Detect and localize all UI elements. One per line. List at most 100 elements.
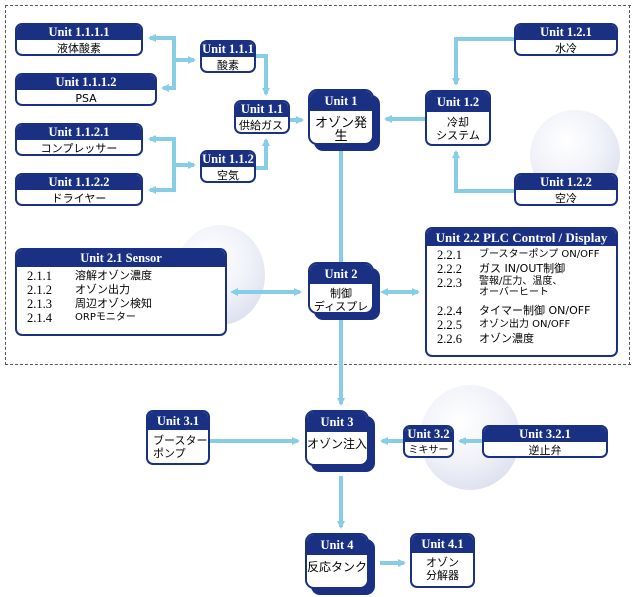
- item-number: 2.2.6: [437, 332, 462, 346]
- item-number: 2.2.3: [437, 276, 462, 290]
- unit-1122-dryer[interactable]: Unit 1.1.2.2 ドライヤー: [15, 173, 143, 206]
- unit-id: Unit 4.1: [412, 535, 473, 553]
- unit-id: Unit 1.1.1.1: [17, 25, 141, 40]
- unit-id: Unit 1.2.1: [516, 25, 616, 40]
- unit-name: 空冷: [555, 192, 577, 205]
- unit-name: 空気: [217, 169, 239, 182]
- item-label: オゾン出力 ON/OFF: [479, 319, 571, 330]
- item-label: 溶解オゾン濃度: [75, 269, 152, 282]
- unit-112-air[interactable]: Unit 1.1.2 空気: [200, 150, 256, 183]
- item-number: 2.2.2: [437, 262, 462, 276]
- sensor-list: 2.1.1 溶解オゾン濃度 2.1.2 オゾン出力 2.1.3 周辺オゾン検知 2.1…: [17, 267, 225, 325]
- unit-41-ozone-destructor[interactable]: Unit 4.1 オゾン 分解器: [410, 533, 475, 588]
- unit-name: 酸素: [217, 59, 239, 72]
- unit-21-sensor[interactable]: Unit 2.1 Sensor 2.1.1 溶解オゾン濃度 2.1.2 オゾン出力 …: [15, 248, 227, 336]
- unit-name: 水冷: [555, 42, 577, 55]
- item-label: オゾン出力: [75, 283, 130, 296]
- sensor-item: 2.1.2 オゾン出力: [27, 283, 225, 297]
- item-number: 2.1.2: [27, 283, 52, 297]
- item-number: 2.1.3: [27, 297, 52, 311]
- connector-122-12: [452, 150, 514, 193]
- item-label: オゾン濃度: [479, 332, 534, 345]
- connector-111-11: [255, 54, 270, 96]
- unit-22-plc-control[interactable]: Unit 2.2 PLC Control / Display 2.2.1 ブースタ…: [425, 227, 618, 357]
- unit-id: Unit 1.1.1: [202, 42, 254, 57]
- unit-name: ミキサー: [408, 445, 449, 456]
- plc-item: 2.2.3 警報/圧力、温度、 オーバーヒート: [437, 276, 616, 298]
- plc-item: 2.2.4 タイマー制御 ON/OFF: [437, 304, 616, 318]
- connector-121-12: [452, 37, 514, 86]
- unit-id: Unit 3: [307, 412, 367, 432]
- unit-2-control-display[interactable]: Unit 2 制御 ディスプレイ: [308, 262, 374, 314]
- sensor-item: 2.1.3 周辺オゾン検知: [27, 297, 225, 311]
- unit-name: ドライヤー: [51, 192, 107, 205]
- unit-11-feed-gas[interactable]: Unit 1.1 供給ガス: [234, 100, 290, 134]
- unit-id: Unit 4: [307, 535, 367, 555]
- unit-1-ozone-generation[interactable]: Unit 1 オゾン発生: [308, 89, 374, 145]
- unit-id: Unit 3.2.1: [484, 427, 606, 442]
- unit-3-ozone-injection[interactable]: Unit 3 オゾン注入: [305, 410, 369, 466]
- sensor-item: 2.1.4 ORPモニター: [27, 311, 225, 325]
- unit-id: Unit 2: [310, 264, 372, 284]
- item-label: ORPモニター: [75, 312, 136, 323]
- unit-id: Unit 1.1.2.1: [17, 125, 141, 140]
- unit-name: オゾン注入: [307, 437, 368, 451]
- control-system-boundary: [5, 5, 631, 365]
- item-label: 警報/圧力、温度、 オーバーヒート: [479, 276, 563, 298]
- item-number: 2.2.5: [437, 318, 462, 332]
- sensor-item: 2.1.1 溶解オゾン濃度: [27, 269, 225, 283]
- plc-item: 2.2.2 ガス IN/OUT制御: [437, 262, 616, 276]
- unit-321-check-valve[interactable]: Unit 3.2.1 逆止弁: [482, 425, 608, 458]
- unit-id: Unit 3.1: [148, 412, 208, 430]
- connector-1121: [148, 135, 176, 165]
- unit-32-mixer[interactable]: Unit 3.2 ミキサー: [403, 425, 454, 458]
- unit-name: オゾン発生: [314, 116, 367, 144]
- unit-id: Unit 1.2.2: [516, 175, 616, 190]
- connector-1111: [148, 34, 176, 60]
- connector-1112: [161, 60, 176, 92]
- item-label: タイマー制御 ON/OFF: [479, 304, 591, 317]
- plc-list: 2.2.1 ブースターポンプ ON/OFF 2.2.2 ガス IN/OUT制御 2.…: [427, 246, 616, 346]
- unit-name: PSA: [75, 92, 97, 105]
- unit-121-water-cooling[interactable]: Unit 1.2.1 水冷: [514, 23, 618, 56]
- unit-id: Unit 2.1 Sensor: [17, 250, 225, 267]
- unit-name: ブースター ポンプ: [153, 434, 208, 460]
- unit-1111-liquid-oxygen[interactable]: Unit 1.1.1.1 液体酸素: [15, 23, 143, 56]
- item-number: 2.2.4: [437, 304, 462, 318]
- unit-name: 制御 ディスプレイ: [313, 287, 369, 313]
- unit-name: 供給ガス: [239, 119, 283, 132]
- plc-item: 2.2.1 ブースターポンプ ON/OFF: [437, 248, 616, 262]
- unit-id: Unit 1.1.1.2: [17, 75, 155, 90]
- item-number: 2.1.1: [27, 269, 52, 283]
- unit-name: 冷却 システム: [436, 116, 480, 142]
- item-number: 2.1.4: [27, 311, 52, 325]
- unit-id: Unit 3.2: [405, 427, 452, 442]
- unit-id: Unit 2.2 PLC Control / Display: [427, 229, 616, 246]
- unit-1121-compressor[interactable]: Unit 1.1.2.1 コンプレッサー: [15, 123, 143, 156]
- unit-31-booster-pump[interactable]: Unit 3.1 ブースター ポンプ: [146, 410, 210, 465]
- unit-name: 液体酸素: [57, 42, 101, 55]
- unit-id: Unit 1.1.2: [202, 152, 254, 167]
- unit-name: オゾン 分解器: [426, 556, 459, 582]
- unit-122-air-cooling[interactable]: Unit 1.2.2 空冷: [514, 173, 618, 206]
- unit-4-reaction-tank[interactable]: Unit 4 反応タンク: [305, 533, 369, 589]
- item-number: 2.2.1: [437, 248, 462, 262]
- unit-id: Unit 1.1.2.2: [17, 175, 141, 190]
- unit-1112-psa[interactable]: Unit 1.1.1.2 PSA: [15, 73, 157, 106]
- unit-12-cooling-system[interactable]: Unit 1.2 冷却 システム: [425, 90, 491, 146]
- unit-id: Unit 1.2: [427, 92, 489, 112]
- unit-name: コンプレッサー: [40, 142, 118, 155]
- item-label: ブースターポンプ ON/OFF: [479, 249, 600, 260]
- plc-item: 2.2.6 オゾン濃度: [437, 332, 616, 346]
- connector-1122: [148, 165, 176, 194]
- unit-id: Unit 1: [310, 91, 372, 111]
- unit-name: 逆止弁: [528, 444, 562, 457]
- unit-id: Unit 1.1: [236, 102, 288, 117]
- connector-112-11: [255, 138, 270, 170]
- item-label: 周辺オゾン検知: [75, 297, 152, 310]
- unit-111-oxygen[interactable]: Unit 1.1.1 酸素: [200, 40, 256, 73]
- unit-name: 反応タンク: [307, 560, 368, 574]
- plc-item: 2.2.5 オゾン出力 ON/OFF: [437, 318, 616, 332]
- item-label: ガス IN/OUT制御: [479, 262, 566, 275]
